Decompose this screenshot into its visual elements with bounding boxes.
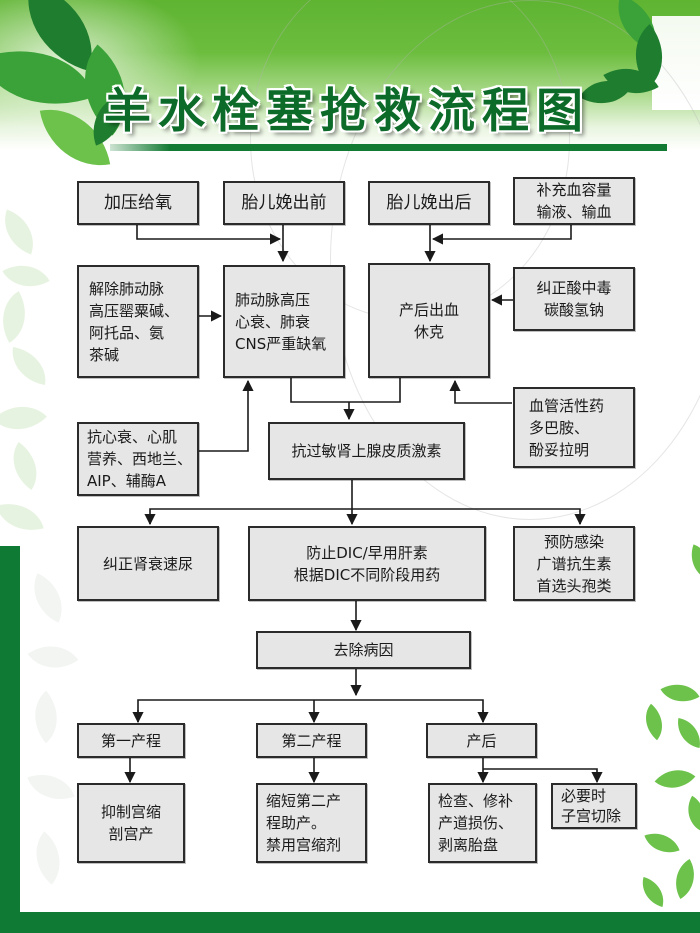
leaf-icon <box>0 441 50 491</box>
box-text: 禁用宫缩剂 <box>266 836 342 854</box>
box-infection: 预防感染 广谱抗生素 首选头孢类 <box>513 526 635 601</box>
box-text: 剖宫产 <box>108 825 154 843</box>
box-action-first: 抑制宫缩 剖宫产 <box>77 783 185 863</box>
title-underline <box>110 144 667 151</box>
box-action-postpartum-repair: 检查、修补 产道损伤、 剥离胎盘 <box>428 783 537 863</box>
box-renal: 纠正肾衰速尿 <box>77 526 219 601</box>
leaf-icon <box>21 831 75 885</box>
box-stage-first: 第一产程 <box>77 723 185 758</box>
box-text: 预防感染 <box>543 532 604 551</box>
box-text: 程助产。 <box>266 814 327 832</box>
leaf-icon <box>0 495 44 539</box>
leaf-icon <box>27 632 79 682</box>
box-pah-symptoms: 肺动脉高压 心衰、肺衰 CNS严重缺氧 <box>223 265 345 378</box>
box-text: 抑制宫缩 <box>100 803 161 821</box>
page-title: 羊水栓塞抢救流程图 <box>104 84 590 139</box>
box-text: 补充血容量 <box>536 181 612 199</box>
box-text: 首选头孢类 <box>536 576 612 595</box>
leaf-icon <box>654 758 696 800</box>
box-text: 高压罂粟碱、 <box>89 301 180 320</box>
box-text: 产后出血 <box>398 300 459 319</box>
box-blood-volume: 补充血容量 输液、输血 <box>513 177 635 225</box>
leaf-icon <box>27 764 75 810</box>
box-relieve-pah: 解除肺动脉 高压罂粟碱、 阿托品、氨 茶碱 <box>77 265 199 378</box>
box-text: 产后 <box>466 731 497 750</box>
box-text: 检查、修补 <box>438 792 514 810</box>
box-text: 必要时 <box>561 787 607 805</box>
box-text: 营养、西地兰、 <box>87 450 193 468</box>
box-text: 抗过敏肾上腺皮质激素 <box>291 442 442 460</box>
leaf-icon <box>637 877 669 907</box>
leaf-icon <box>20 690 72 744</box>
box-text: 胎儿娩出后 <box>386 193 472 213</box>
box-text: 去除病因 <box>333 641 394 659</box>
leaf-icon <box>0 209 43 255</box>
box-text: 产道损伤、 <box>438 814 514 832</box>
box-text: 广谱抗生素 <box>536 554 612 573</box>
box-text: 缩短第二产 <box>266 792 342 810</box>
box-text: 休克 <box>413 322 444 341</box>
box-text: 多巴胺、 <box>529 418 590 437</box>
box-text: 酚妥拉明 <box>529 440 590 459</box>
box-stage-postpartum: 产后 <box>426 723 537 758</box>
box-text: 解除肺动脉 <box>89 279 165 298</box>
box-after-delivery: 胎儿娩出后 <box>368 181 490 225</box>
box-text: CNS严重缺氧 <box>235 334 327 353</box>
box-text: 心衰、肺衰 <box>235 312 311 331</box>
leaf-icon <box>660 674 700 712</box>
leaf-icon <box>644 825 680 861</box>
box-text: 根据DIC不同阶段用药 <box>293 565 441 584</box>
box-text: 第一产程 <box>100 731 161 750</box>
box-text: 第二产程 <box>281 731 342 750</box>
box-text: 肺动脉高压 <box>235 290 311 309</box>
box-text: 子宫切除 <box>561 807 622 825</box>
box-stage-second: 第二产程 <box>256 723 367 758</box>
leaf-icon <box>683 544 700 580</box>
bottom-frame-bar <box>0 912 700 933</box>
box-action-hysterectomy: 必要时 子宫切除 <box>551 783 637 829</box>
box-text: 茶碱 <box>89 345 120 364</box>
box-before-delivery: 胎儿娩出前 <box>223 181 345 225</box>
box-text: 阿托品、氨 <box>89 323 165 342</box>
box-text: 碳酸氢钠 <box>543 301 604 319</box>
box-remove-cause: 去除病因 <box>256 631 471 669</box>
leaf-icon <box>635 703 673 741</box>
left-frame-bar <box>0 546 20 933</box>
leaf-icon <box>665 859 700 899</box>
box-text: 抗心衰、心肌 <box>87 428 178 446</box>
box-text: 胎儿娩出前 <box>241 193 327 213</box>
box-text: 防止DIC/早用肝素 <box>306 543 428 562</box>
box-vasoactive: 血管活性药 多巴胺、 酚妥拉明 <box>513 387 635 468</box>
box-anti-heart-failure: 抗心衰、心肌 营养、西地兰、 AIP、辅酶A <box>77 422 199 496</box>
box-acidosis: 纠正酸中毒 碳酸氢钠 <box>513 267 635 331</box>
box-dic: 防止DIC/早用肝素 根据DIC不同阶段用药 <box>248 526 486 601</box>
leaf-icon <box>673 717 700 749</box>
box-hemorrhage-shock: 产后出血 休克 <box>368 263 490 378</box>
box-text: 纠正肾衰速尿 <box>102 554 193 573</box>
box-text: 加压给氧 <box>104 193 172 213</box>
box-text: 剥离胎盘 <box>438 836 499 854</box>
box-text: 纠正酸中毒 <box>536 279 612 297</box>
leaf-icon <box>0 391 47 445</box>
leaf-icon <box>679 795 700 831</box>
box-anti-allergy: 抗过敏肾上腺皮质激素 <box>268 422 465 480</box>
leaf-icon <box>0 291 39 343</box>
box-action-second: 缩短第二产 程助产。 禁用宫缩剂 <box>256 783 367 863</box>
box-text: AIP、辅酶A <box>87 472 166 490</box>
leaf-icon <box>2 253 50 299</box>
leaf-icon <box>22 573 74 623</box>
box-text: 输液、输血 <box>536 203 612 221</box>
box-oxygen: 加压给氧 <box>77 181 199 225</box>
box-text: 血管活性药 <box>529 396 605 415</box>
leaf-icon <box>7 346 51 386</box>
